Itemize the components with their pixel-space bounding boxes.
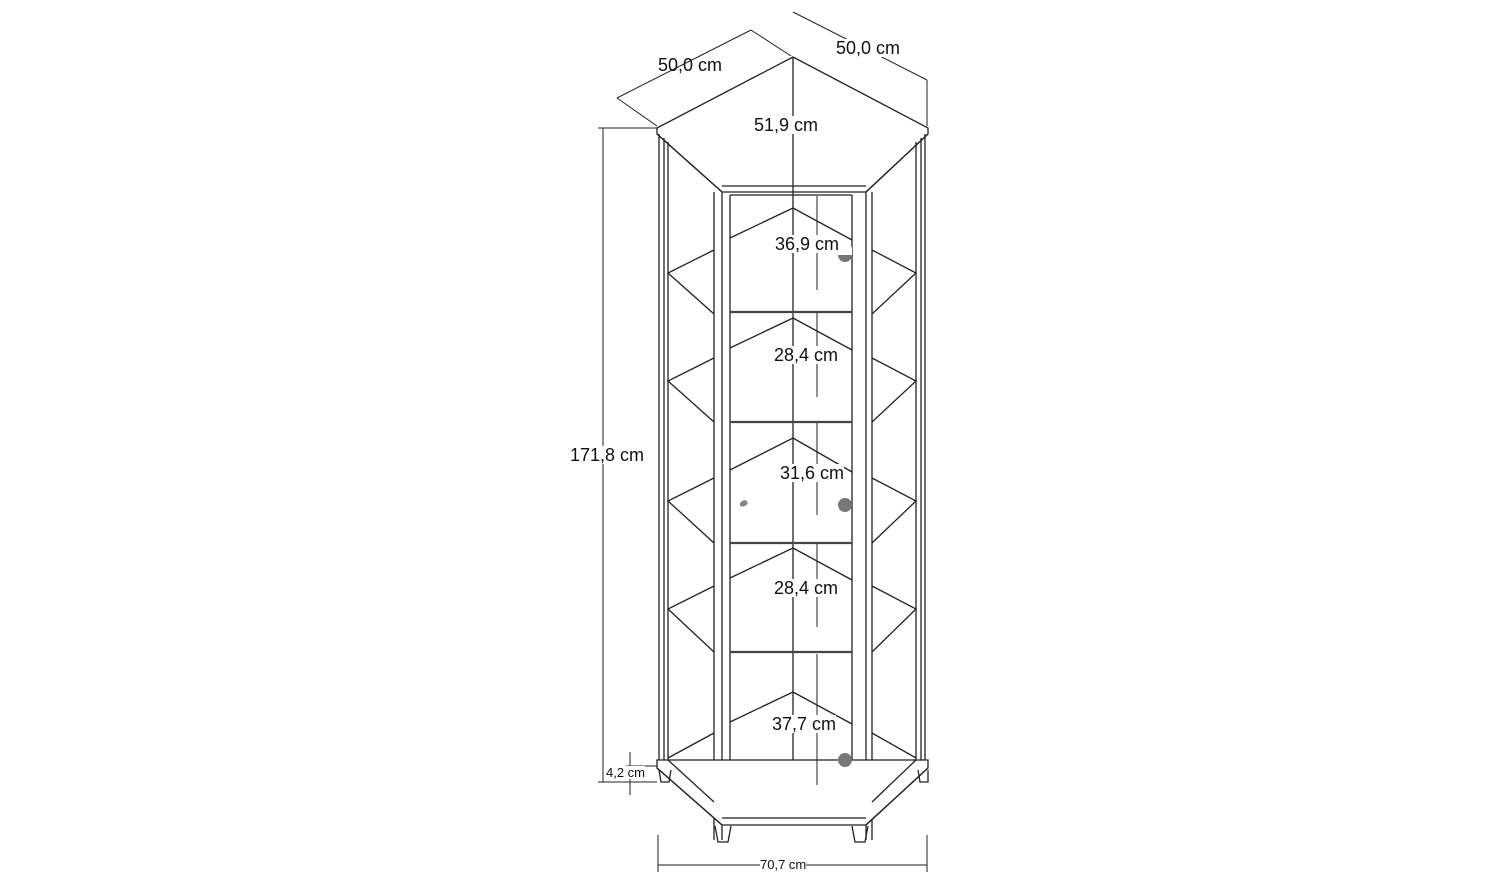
dimension-compartment-5: 37,7 cm bbox=[772, 714, 837, 734]
dimension-top-right: 50,0 cm bbox=[836, 38, 901, 58]
dimension-plinth-height: 4,2 cm bbox=[606, 765, 646, 780]
hinge-icon bbox=[740, 500, 748, 507]
knob-icon bbox=[838, 753, 852, 767]
door-knobs bbox=[740, 247, 852, 767]
shelf-outlines-right bbox=[871, 249, 918, 759]
shelf-outlines-left bbox=[666, 249, 715, 759]
dimension-top-diagonal: 51,9 cm bbox=[754, 115, 819, 135]
dimension-compartment-2: 28,4 cm bbox=[774, 345, 839, 365]
glass-door bbox=[729, 194, 853, 822]
dimension-compartment-1: 36,9 cm bbox=[775, 234, 840, 254]
dimension-compartment-4: 28,4 cm bbox=[774, 578, 839, 598]
shelf-outlines-inner bbox=[729, 207, 853, 725]
dimension-compartment-3: 31,6 cm bbox=[780, 463, 845, 483]
dimension-front-width: 70,7 cm bbox=[760, 857, 807, 872]
dimension-top-left: 50,0 cm bbox=[658, 55, 723, 75]
left-side-panel bbox=[658, 134, 669, 770]
shelf-edges bbox=[730, 310, 852, 654]
cabinet-feet bbox=[658, 769, 929, 843]
cabinet-base bbox=[656, 759, 929, 826]
front-frame bbox=[713, 192, 873, 840]
dimension-total-height: 171,8 cm bbox=[570, 445, 645, 465]
knob-icon bbox=[838, 498, 852, 512]
right-side-panel bbox=[915, 134, 926, 770]
